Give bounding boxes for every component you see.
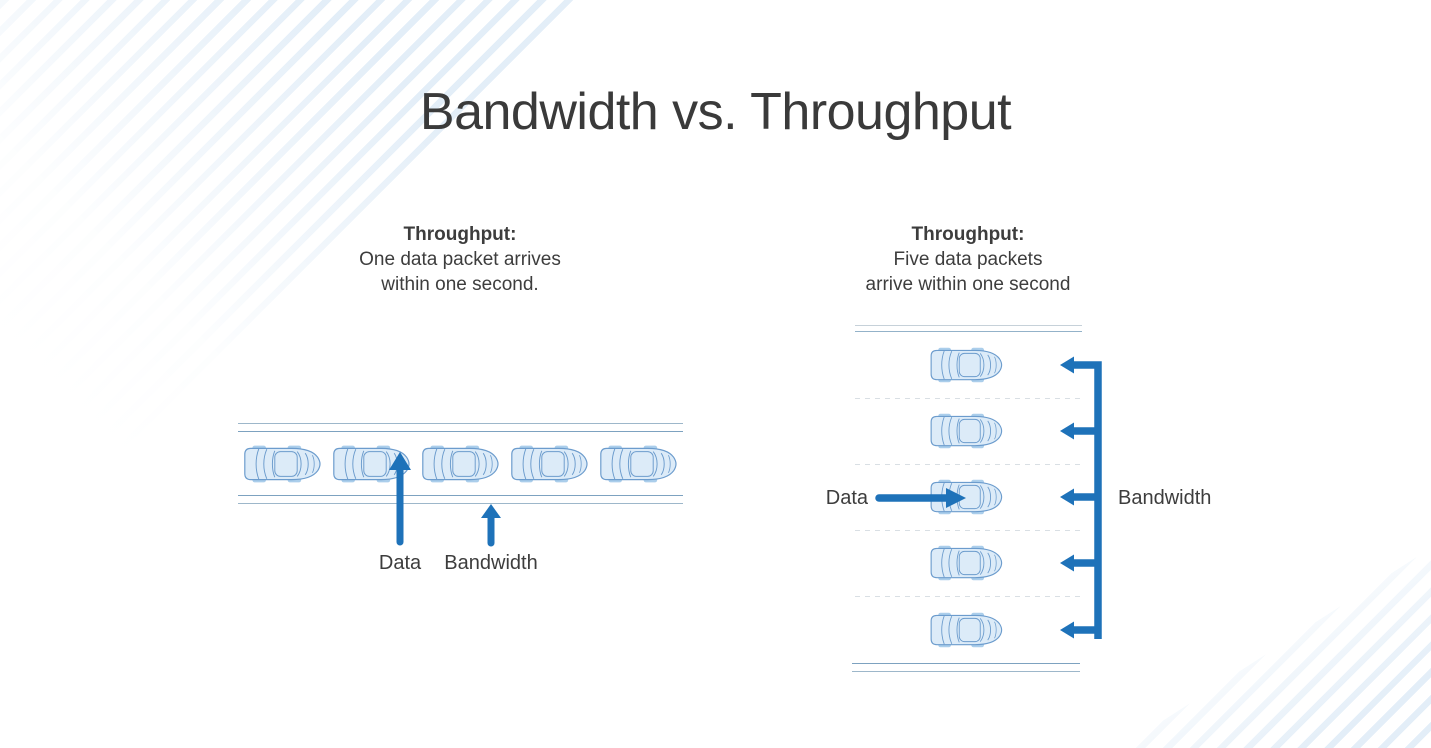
left-road-top-line-outer [238, 423, 683, 424]
car-icon [926, 347, 1006, 383]
lane-divider-dashed [855, 464, 1085, 465]
car-icon [242, 444, 322, 484]
lane-divider-dashed [855, 596, 1085, 597]
car-icon [926, 545, 1006, 581]
right-road-bottom-line-inner [852, 663, 1080, 664]
slide-title: Bandwidth vs. Throughput [419, 83, 1012, 141]
right-caption-line1: Five data packets [893, 249, 1043, 270]
data-arrow-up-icon [389, 452, 411, 546]
left-road-bottom-line-inner [238, 495, 683, 496]
diagonal-stripes-bottom-right [1121, 548, 1431, 748]
right-bandwidth-label: Bandwidth [1118, 487, 1212, 509]
right-road-top-line-inner [855, 331, 1082, 332]
car-icon [926, 612, 1006, 648]
right-road-bottom-line-outer [852, 671, 1080, 672]
car-icon [926, 413, 1006, 449]
right-road-top-line-outer [855, 325, 1082, 326]
car-icon [509, 444, 589, 484]
left-caption: Throughput: One data packet arrives with… [310, 222, 610, 297]
right-caption: Throughput: Five data packets arrive wit… [818, 222, 1118, 297]
data-arrow-right-icon [875, 488, 966, 508]
lane-divider-dashed [855, 398, 1085, 399]
car-icon [420, 444, 500, 484]
left-bandwidth-label: Bandwidth [444, 552, 538, 574]
bandwidth-bracket-arrows-icon [1060, 356, 1102, 639]
left-road-bottom-line-outer [238, 503, 683, 504]
right-caption-line2: arrive within one second [865, 274, 1071, 295]
car-icon [598, 444, 678, 484]
left-caption-line1: One data packet arrives [359, 249, 561, 270]
left-caption-line2: within one second. [381, 274, 539, 295]
lane-divider-dashed [855, 530, 1085, 531]
left-caption-heading: Throughput: [403, 224, 517, 245]
left-road-top-line-inner [238, 431, 683, 432]
right-caption-heading: Throughput: [911, 224, 1025, 245]
bandwidth-arrow-up-icon [481, 504, 501, 547]
left-data-label: Data [378, 552, 422, 574]
right-data-label: Data [825, 487, 868, 509]
